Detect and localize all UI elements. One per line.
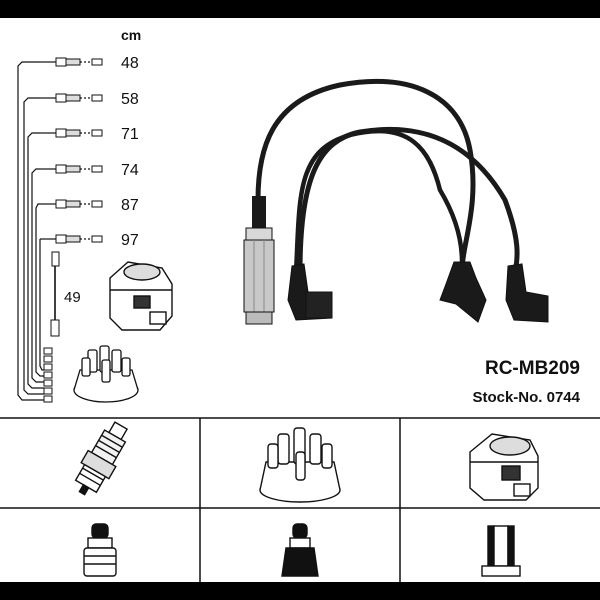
straight-boot-icon — [243, 196, 275, 325]
length-row: 97 — [40, 232, 139, 249]
length-row: 48 — [40, 55, 139, 72]
component-table — [0, 417, 600, 582]
length-row: 58 — [40, 91, 139, 108]
distributor-cap-small-icon — [73, 345, 139, 403]
length-row: 74 — [40, 162, 139, 179]
angled-boot-3 — [505, 263, 549, 323]
angled-boot-2 — [439, 261, 487, 323]
coil-lead-49: 49 — [50, 251, 81, 337]
length-label: 71 — [121, 126, 139, 143]
ignition-coil-icon — [469, 433, 539, 501]
spark-plug-icon — [74, 421, 129, 496]
distributor-cap-icon — [259, 427, 341, 503]
product-code: RC-MB209 — [485, 358, 580, 379]
length-rows: 48 58 71 74 87 97 — [40, 55, 139, 249]
length-label: 74 — [121, 162, 139, 179]
angled-boot-1 — [287, 263, 333, 321]
length-row: 71 — [40, 126, 139, 143]
stock-number: Stock-No. 0744 — [472, 389, 580, 406]
lead-bracket — [17, 61, 44, 401]
ignition-coil-small-icon — [109, 261, 173, 331]
unit-label: cm — [121, 27, 141, 43]
length-label: 48 — [121, 55, 139, 72]
ignition-cable-set — [255, 79, 520, 275]
length-label: 97 — [121, 232, 139, 249]
length-row: 87 — [40, 197, 139, 214]
coil-terminal-icon — [481, 525, 521, 577]
length-label: 58 — [121, 91, 139, 108]
distributor-terminal-icon — [281, 523, 319, 577]
coil-lead-length: 49 — [64, 289, 81, 306]
straight-terminal-icon — [83, 523, 117, 577]
length-label: 87 — [121, 197, 139, 214]
bracket-terminals — [43, 347, 53, 403]
